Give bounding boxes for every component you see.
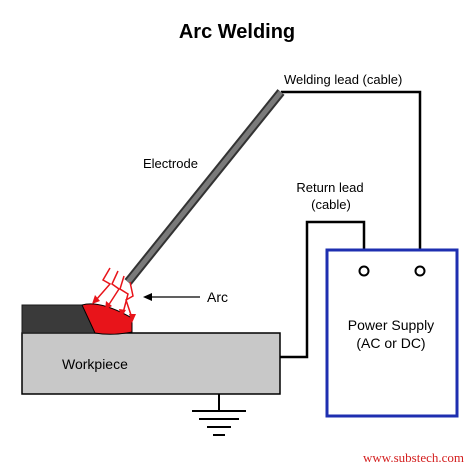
arc-arrowhead-3 xyxy=(119,309,126,318)
weld-pool xyxy=(81,303,133,335)
arc-label: Arc xyxy=(207,289,228,305)
return-lead-label-line1: Return lead xyxy=(296,180,363,195)
arc-arrowhead-2 xyxy=(105,301,112,310)
return-lead-cable xyxy=(280,220,366,359)
welding-lead-cable xyxy=(281,90,422,268)
electrode-label: Electrode xyxy=(143,156,198,171)
power-supply-label-line2: (AC or DC) xyxy=(356,335,425,351)
ground-icon xyxy=(192,394,246,436)
workpiece-label: Workpiece xyxy=(62,356,128,372)
arc-arrowhead-1 xyxy=(92,295,100,304)
power-supply-terminal-right xyxy=(414,265,426,277)
power-supply-label-line1: Power Supply xyxy=(348,317,434,333)
footer-url: www.substech.com xyxy=(363,450,464,465)
diagram-title: Arc Welding xyxy=(179,21,295,43)
arc-line-2 xyxy=(107,270,121,307)
arc-lines xyxy=(95,267,134,319)
welding-lead-label: Welding lead (cable) xyxy=(284,72,402,87)
arc-line-3 xyxy=(119,275,129,314)
power-supply-box xyxy=(325,248,459,418)
arc-arrowheads xyxy=(92,295,136,323)
arc-line-4 xyxy=(125,281,134,319)
power-supply-terminal-left xyxy=(358,265,370,277)
electrode-rod-highlight xyxy=(126,90,283,284)
arc-line-1 xyxy=(95,267,112,301)
arc-pointer-arrowhead xyxy=(143,293,152,301)
return-lead-label-line2: (cable) xyxy=(311,197,351,212)
arc-arrowhead-4 xyxy=(129,314,136,323)
workpiece xyxy=(21,332,281,395)
